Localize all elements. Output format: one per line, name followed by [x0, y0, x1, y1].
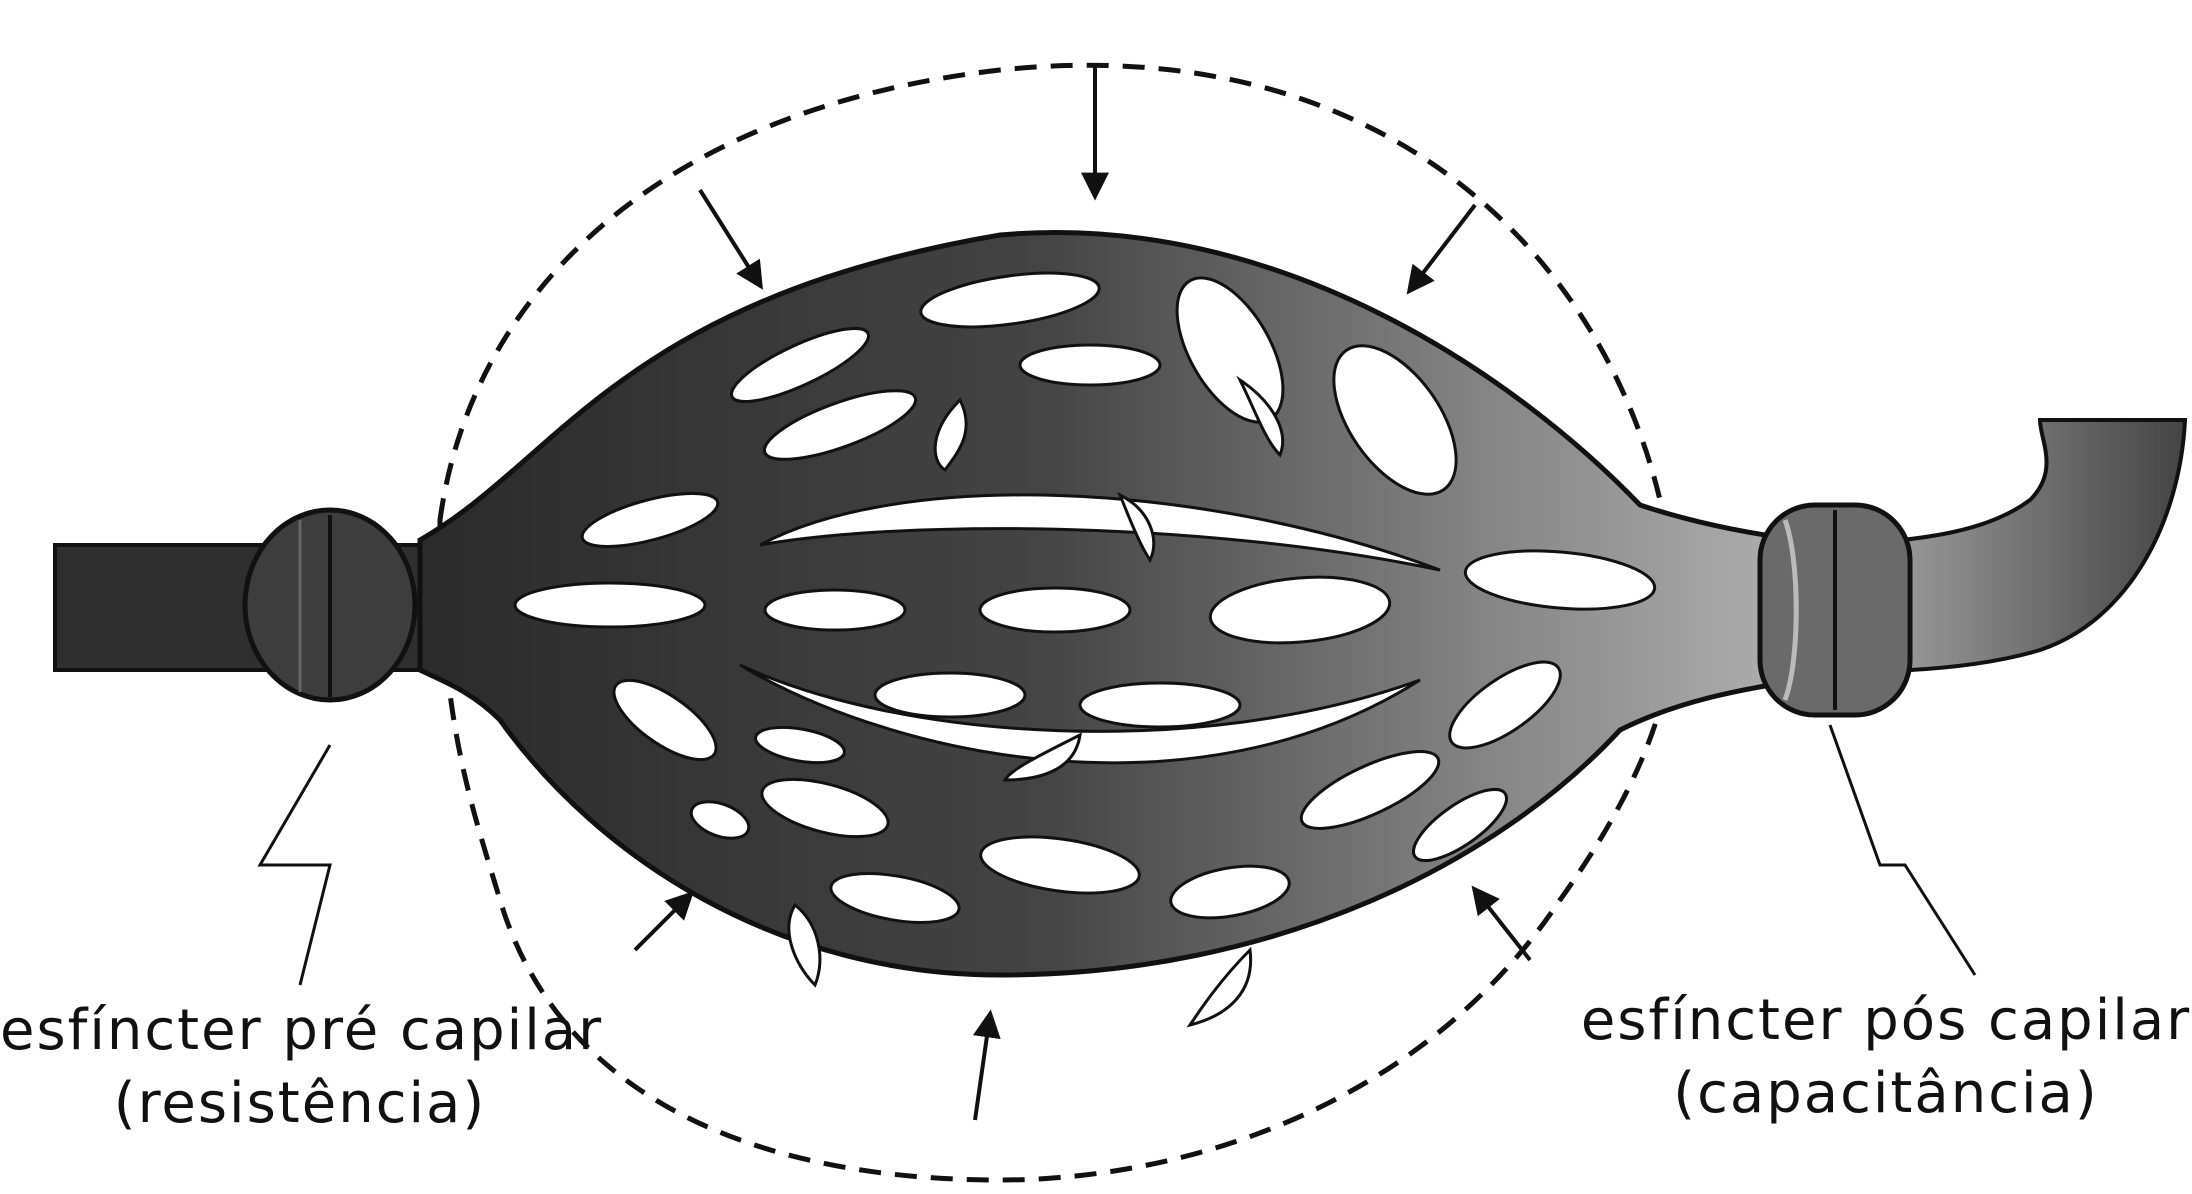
leader-line-pos	[1830, 725, 1975, 975]
pre-capillary-sphincter	[245, 510, 415, 700]
pre-label-line1: esfíncter pré capilar	[0, 995, 600, 1068]
leader-line-pre	[260, 745, 330, 985]
pos-label-line1: esfíncter pós capilar	[1580, 985, 2192, 1058]
post-capillary-sphincter	[1760, 505, 1910, 715]
pre-capillary-sphincter-label: esfíncter pré capilar (resistência)	[0, 995, 600, 1141]
pre-label-line2: (resistência)	[0, 1068, 600, 1141]
post-capillary-sphincter-label: esfíncter pós capilar (capacitância)	[1580, 985, 2192, 1131]
pos-label-line2: (capacitância)	[1580, 1058, 2192, 1131]
